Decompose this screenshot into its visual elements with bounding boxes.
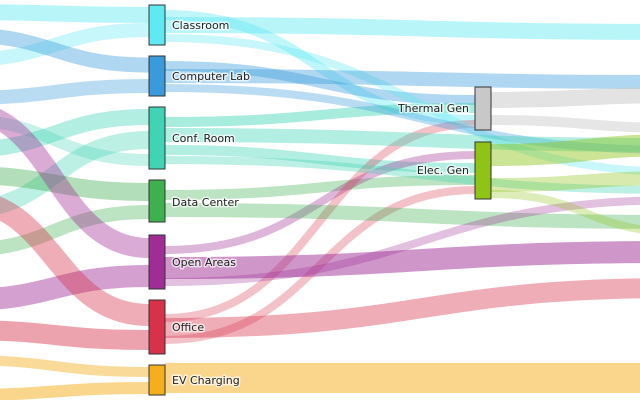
flow-link xyxy=(0,29,150,73)
flow-link xyxy=(164,145,476,173)
flow-link xyxy=(164,151,476,254)
flow-link xyxy=(164,196,640,286)
flow-link xyxy=(490,115,640,133)
flow-link xyxy=(164,278,640,338)
flow-link xyxy=(0,167,150,201)
node-label-open-areas: Open Areas xyxy=(172,256,236,269)
flow-link xyxy=(0,109,150,156)
flow-link xyxy=(164,17,640,40)
node-label-data-center: Data Center xyxy=(172,196,239,209)
nodes-layer: Classroom Classroom Computer Lab Compute… xyxy=(148,4,492,396)
node-computer-lab[interactable] xyxy=(148,55,166,97)
node-conf-room[interactable] xyxy=(148,106,166,170)
flow-link xyxy=(164,103,476,127)
flow-link xyxy=(0,23,150,65)
node-elec-gen[interactable] xyxy=(474,141,492,200)
node-label-classroom: Classroom xyxy=(172,19,229,32)
node-label-halo-ev-charging: EV Charging xyxy=(172,374,240,387)
node-label-halo-thermal-gen: Thermal Gen xyxy=(397,102,469,115)
node-label-halo-open-areas: Open Areas xyxy=(172,256,236,269)
node-thermal-gen[interactable] xyxy=(474,86,492,131)
node-label-computer-lab: Computer Lab xyxy=(172,70,250,83)
flow-link xyxy=(0,109,150,258)
node-label-halo-conf-room: Conf. Room xyxy=(172,132,235,145)
flow-link xyxy=(0,116,150,166)
node-label-ev-charging: EV Charging xyxy=(172,374,240,387)
flow-link xyxy=(164,61,476,105)
flow-link xyxy=(164,175,476,200)
node-label-halo-elec-gen: Elec. Gen xyxy=(417,164,469,177)
flow-link xyxy=(164,69,640,89)
node-label-conf-room: Conf. Room xyxy=(172,132,235,145)
flow-link xyxy=(0,196,150,326)
node-label-halo-classroom: Classroom xyxy=(172,19,229,32)
flow-link xyxy=(0,382,150,400)
flow-link xyxy=(0,79,150,105)
node-ev-charging[interactable] xyxy=(148,364,166,396)
flow-link xyxy=(490,134,640,166)
node-label-elec-gen: Elec. Gen xyxy=(417,164,469,177)
flow-link xyxy=(164,241,640,279)
node-label-halo-office: Office xyxy=(172,321,204,334)
node-label-halo-computer-lab: Computer Lab xyxy=(172,70,250,83)
flow-link xyxy=(490,171,640,192)
node-label-office: Office xyxy=(172,321,204,334)
flow-link xyxy=(0,320,150,350)
flow-link xyxy=(0,355,150,377)
flow-link xyxy=(164,120,476,322)
flow-link xyxy=(164,84,640,154)
flow-link xyxy=(490,190,640,234)
flow-link xyxy=(0,205,150,255)
flow-link xyxy=(164,34,640,175)
flow-link xyxy=(164,156,640,194)
links-layer xyxy=(0,4,640,400)
flow-link xyxy=(164,10,476,125)
node-office[interactable] xyxy=(148,299,166,355)
node-label-thermal-gen: Thermal Gen xyxy=(397,102,469,115)
node-open-areas[interactable] xyxy=(148,234,166,290)
node-label-halo-data-center: Data Center xyxy=(172,196,239,209)
flow-link xyxy=(164,128,640,152)
flow-link xyxy=(164,203,640,229)
flow-link xyxy=(0,4,150,23)
node-data-center[interactable] xyxy=(148,179,166,223)
flow-link xyxy=(0,265,150,310)
flow-link xyxy=(490,87,640,108)
node-classroom[interactable] xyxy=(148,4,166,46)
flow-link xyxy=(0,131,150,215)
